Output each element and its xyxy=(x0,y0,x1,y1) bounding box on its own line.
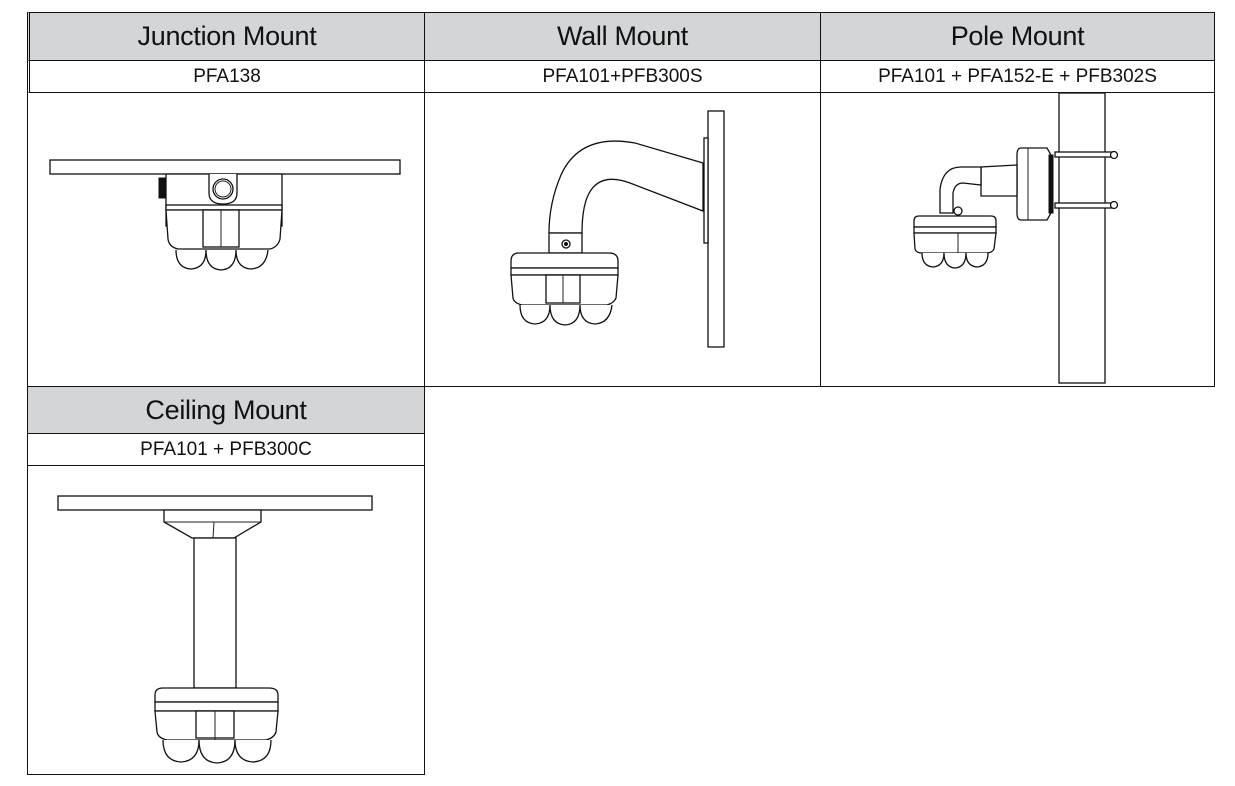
wall-mount-image-cell xyxy=(424,93,821,387)
junction-mount-title: Junction Mount xyxy=(137,21,317,51)
ceiling-mount-header: Ceiling Mount xyxy=(27,386,425,434)
ceiling-mount-models: PFA101 + PFB300C xyxy=(140,438,312,460)
camera-body xyxy=(913,215,997,269)
wall-mount-models: PFA101+PFB300S xyxy=(542,65,703,87)
wall-mount-header: Wall Mount xyxy=(424,12,821,61)
ceiling-mount-models-cell: PFA101 + PFB300C xyxy=(27,434,425,466)
wall-mount-illustration xyxy=(510,110,725,348)
pole-mount-models: PFA101 + PFA152-E + PFB302S xyxy=(878,65,1157,87)
wall-mount-models-cell: PFA101+PFB300S xyxy=(424,61,821,93)
pole xyxy=(1058,92,1106,384)
pole-clamps xyxy=(1054,150,1119,210)
pole-mount-image-cell xyxy=(820,92,1215,387)
camera-body xyxy=(510,252,619,326)
camera-body xyxy=(165,204,283,271)
junction-mount-models-cell: PFA138 xyxy=(27,61,425,93)
camera-body xyxy=(154,687,279,764)
pole-bracket-arm xyxy=(939,164,1018,216)
junction-mount-image-cell xyxy=(27,93,425,387)
wall-plate xyxy=(707,110,725,348)
junction-mount-models: PFA138 xyxy=(193,65,261,87)
pole-mount-header: Pole Mount xyxy=(820,12,1215,61)
pole-mount-illustration xyxy=(913,92,1119,384)
ceiling-plate xyxy=(49,159,401,175)
wall-bracket-arm xyxy=(548,140,704,254)
ceiling-mount-illustration xyxy=(57,495,373,764)
ceiling-plate xyxy=(57,495,373,511)
wall-mount-title: Wall Mount xyxy=(556,21,689,51)
ceiling-mount-title: Ceiling Mount xyxy=(145,394,307,425)
ceiling-bracket xyxy=(163,509,262,689)
pole-mount-models-cell: PFA101 + PFA152-E + PFB302S xyxy=(820,61,1215,93)
pole-mount-title: Pole Mount xyxy=(950,21,1085,51)
pole-adapter xyxy=(1016,147,1054,221)
junction-mount-illustration xyxy=(49,159,401,271)
junction-mount-header: Junction Mount xyxy=(27,12,425,61)
ceiling-mount-image-cell xyxy=(27,466,425,775)
